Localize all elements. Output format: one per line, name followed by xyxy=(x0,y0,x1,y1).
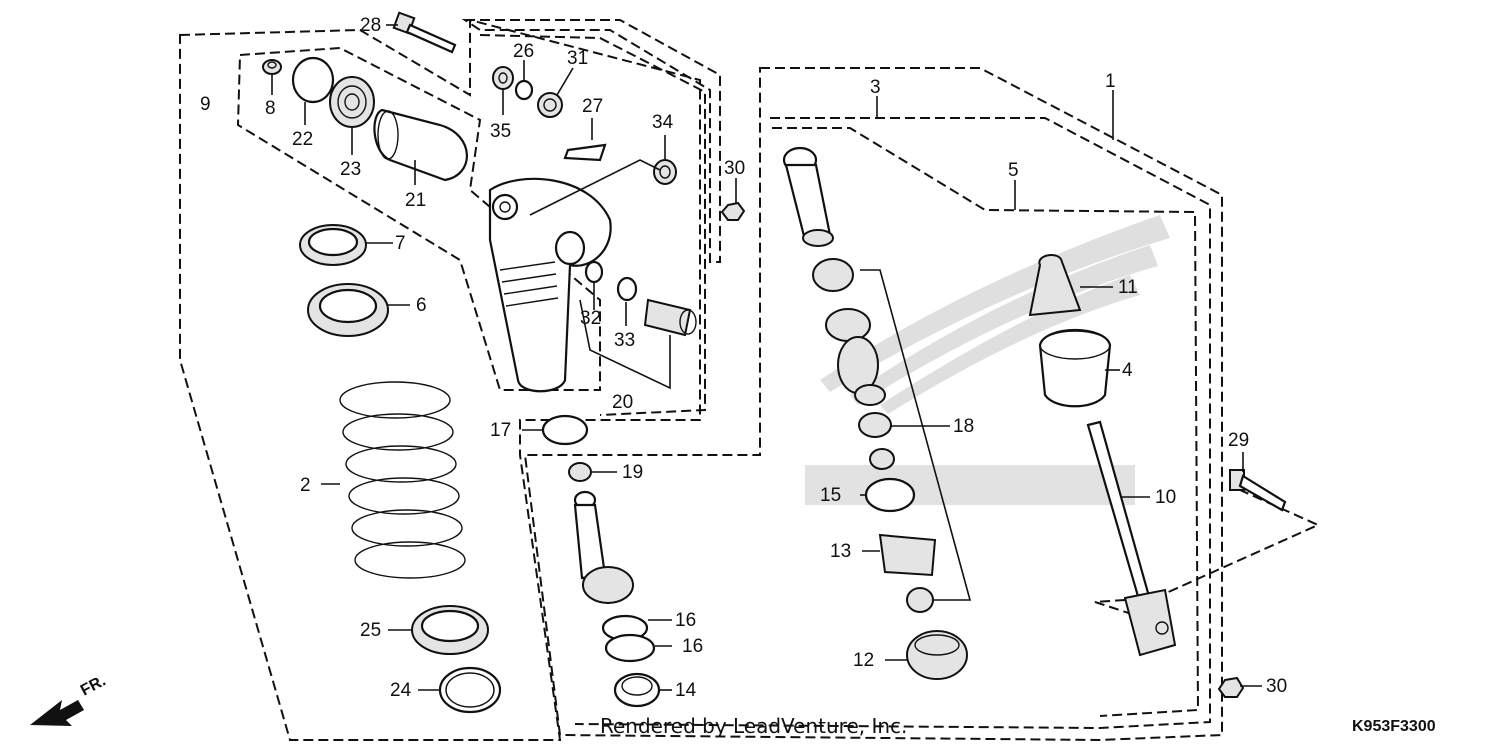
callout-23: 23 xyxy=(340,159,361,180)
callout-4: 4 xyxy=(1122,360,1133,381)
part-21-reservoir xyxy=(373,108,468,182)
callout-14: 14 xyxy=(675,680,697,701)
part-12-cap xyxy=(906,630,968,680)
callout-19: 19 xyxy=(622,462,643,483)
callout-labels: 1 2 3 4 5 6 7 8 9 10 11 12 13 14 15 16 1… xyxy=(200,15,1287,701)
part-19-nut xyxy=(568,462,592,482)
callout-31: 31 xyxy=(567,48,588,69)
callout-10: 10 xyxy=(1155,487,1176,508)
part-32-o-ring xyxy=(584,260,604,284)
part-29-bolt xyxy=(1229,469,1287,512)
callout-25: 25 xyxy=(360,620,381,641)
callout-35: 35 xyxy=(490,121,511,142)
part-20-adjuster xyxy=(643,298,697,337)
callout-18: 18 xyxy=(953,416,974,437)
part-35-washer xyxy=(492,66,514,90)
part-14-bushing xyxy=(613,672,661,708)
part-28-bolt xyxy=(392,11,457,54)
part-small-collar xyxy=(906,587,934,613)
part-34-bushing xyxy=(653,159,677,185)
part-18-washer xyxy=(858,412,892,438)
part-31-bushing xyxy=(537,92,563,118)
callout-22: 22 xyxy=(292,129,313,150)
callout-28: 28 xyxy=(360,15,381,36)
part-8-nut xyxy=(262,59,282,75)
callout-21: 21 xyxy=(405,190,426,211)
callout-12: 12 xyxy=(853,650,874,671)
part-33-o-ring xyxy=(616,276,638,302)
front-arrow-icon xyxy=(30,700,84,726)
callout-1: 1 xyxy=(1105,71,1116,92)
callout-3: 3 xyxy=(870,77,881,98)
callout-24: 24 xyxy=(390,680,412,701)
callout-34: 34 xyxy=(652,112,674,133)
part-10-piston-rod xyxy=(1086,420,1177,657)
part-13-boot xyxy=(878,533,937,577)
part-7-lock-nut xyxy=(299,224,367,266)
damper-body xyxy=(488,177,612,393)
callout-17: 17 xyxy=(490,420,511,441)
part-27-label xyxy=(563,143,607,162)
group-outline-upper-mid xyxy=(461,19,721,416)
part-30-nut-bottom xyxy=(1217,676,1245,698)
callout-29: 29 xyxy=(1228,430,1249,451)
callout-26: 26 xyxy=(513,41,534,62)
group-outline-9 xyxy=(236,46,601,391)
part-23-reservoir-cap xyxy=(329,76,375,128)
part-30-nut-top xyxy=(720,201,746,221)
callout-16b: 16 xyxy=(682,636,703,657)
group-outline-outer-left xyxy=(179,18,701,741)
callout-30a: 30 xyxy=(724,158,745,179)
callout-2: 2 xyxy=(300,475,311,496)
callout-20: 20 xyxy=(612,392,633,413)
part-4-cup xyxy=(1038,329,1112,408)
callout-8: 8 xyxy=(265,98,276,119)
front-direction-indicator: FR. xyxy=(30,672,109,726)
rendered-by-credit: Rendered by LeadVenture, Inc. xyxy=(600,714,907,738)
callout-13: 13 xyxy=(830,541,851,562)
part-11-bump-stop xyxy=(1028,254,1082,317)
callout-15: 15 xyxy=(820,485,841,506)
callout-7: 7 xyxy=(395,233,406,254)
part-16-seal-b xyxy=(604,633,656,663)
part-17-ring xyxy=(541,414,589,446)
leader-lines xyxy=(271,24,1262,691)
callout-6: 6 xyxy=(416,295,427,316)
part-15-ring xyxy=(864,477,916,513)
part-2-spring xyxy=(339,381,466,579)
callout-16a: 16 xyxy=(675,610,696,631)
part-24-ring xyxy=(438,666,502,714)
callout-5: 5 xyxy=(1008,160,1019,181)
front-label: FR. xyxy=(78,672,109,699)
callout-30b: 30 xyxy=(1266,676,1287,697)
part-6-adjust-nut xyxy=(307,283,389,337)
callout-9: 9 xyxy=(200,94,211,115)
callout-32: 32 xyxy=(580,308,601,329)
honda-wing-watermark xyxy=(805,215,1170,505)
part-25-spring-seat xyxy=(411,605,489,655)
part-piston-assembly xyxy=(573,490,634,604)
part-seal-stack xyxy=(812,258,886,406)
callout-11: 11 xyxy=(1118,277,1138,298)
diagram-code: K953F3300 xyxy=(1352,718,1436,735)
callout-33: 33 xyxy=(614,330,635,351)
callout-27: 27 xyxy=(582,96,603,117)
part-22-o-ring xyxy=(291,56,335,104)
part-bump-rubber xyxy=(782,146,834,247)
part-26-o-ring xyxy=(514,79,534,101)
group-outline-3 xyxy=(523,67,1223,742)
part-small-nut-mid xyxy=(869,448,895,470)
